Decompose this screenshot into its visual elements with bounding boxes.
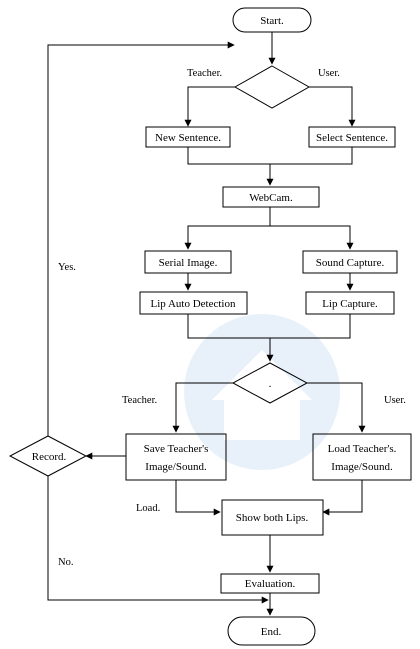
branch-teacher-top-label: Teacher. — [187, 68, 222, 79]
new-sentence-box — [145, 126, 231, 148]
save-teacher-label-line2: Image/Sound. — [145, 461, 207, 473]
watermark-logo — [184, 314, 340, 470]
lip-auto-detection-label: Lip Auto Detection — [151, 298, 236, 310]
start-label: Start. — [260, 15, 284, 27]
connector-record-no — [47, 476, 269, 604]
branch-teacher-mid-label: Teacher. — [122, 395, 157, 406]
evaluation-box — [220, 573, 320, 594]
serial-image-box — [144, 250, 232, 274]
record-label: Record. — [32, 451, 67, 463]
load-teacher-label-line2: Image/Sound. — [331, 461, 393, 473]
evaluation-label: Evaluation. — [245, 578, 296, 590]
record-decision — [8, 435, 88, 477]
sound-capture-label: Sound Capture. — [316, 257, 385, 269]
connector-decision-save — [172, 382, 233, 433]
end-terminal — [227, 616, 316, 646]
show-both-lips-label: Show both Lips. — [236, 512, 309, 524]
save-teacher-label-line1: Save Teacher's — [144, 443, 209, 455]
serial-image-label: Serial Image. — [159, 257, 218, 269]
webcam-box — [222, 186, 320, 208]
connector-save-show-lips — [175, 480, 221, 516]
start-terminal — [232, 7, 312, 33]
load-teacher-label-line1: Load Teacher's. — [328, 443, 397, 455]
connector-record-yes-loop — [47, 41, 235, 436]
show-both-lips-box — [221, 499, 324, 536]
connector-webcam-serial — [187, 225, 351, 245]
connector-decision-select-sentence — [309, 86, 356, 127]
branch-user-mid-label: User. — [384, 395, 406, 406]
decision-mid-label: . — [269, 378, 272, 390]
connector-load-show-lips — [322, 480, 363, 516]
no-label: No. — [58, 557, 73, 568]
save-teacher-box — [125, 433, 227, 481]
branch-user-top-label: User. — [318, 68, 340, 79]
lip-capture-box — [305, 291, 395, 315]
connector-lips-merge — [187, 314, 351, 339]
decision-user-type-top — [233, 65, 311, 109]
select-sentence-box — [308, 126, 396, 148]
select-sentence-label: Select Sentence. — [316, 132, 388, 144]
lip-capture-label: Lip Capture. — [322, 298, 378, 310]
connector-new-sentence-webcam — [187, 147, 353, 165]
lip-auto-detection-box — [139, 291, 248, 315]
connector-decision-load — [307, 382, 366, 433]
webcam-label: WebCam. — [249, 192, 293, 204]
load-label: Load. — [136, 503, 160, 514]
yes-label: Yes. — [58, 262, 76, 273]
decision-user-type-mid — [231, 362, 309, 404]
connector-decision-new-sentence — [184, 86, 235, 127]
sound-capture-box — [302, 250, 398, 274]
load-teacher-box — [312, 433, 412, 481]
end-label: End. — [261, 626, 282, 638]
new-sentence-label: New Sentence. — [155, 132, 221, 144]
